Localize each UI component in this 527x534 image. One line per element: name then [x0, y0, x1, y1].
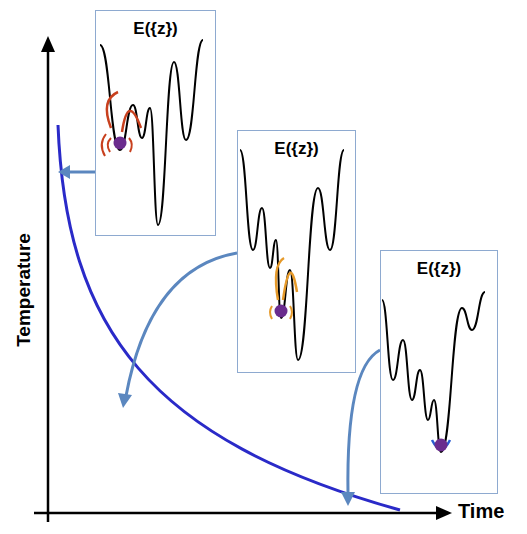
- pointer-head: [58, 165, 70, 179]
- vibration-arc: [270, 306, 272, 319]
- energy-label: E({z}): [96, 11, 215, 39]
- state-ball: [435, 439, 448, 452]
- hop-arc: [283, 273, 297, 300]
- vibration-arc: [108, 138, 111, 152]
- pointer-arrow: [348, 350, 380, 494]
- state-ball: [275, 305, 288, 318]
- hop-arc: [122, 111, 141, 132]
- hop-arc: [276, 258, 284, 300]
- energy-landscape: [240, 150, 344, 360]
- energy-label: E({z}): [238, 131, 355, 159]
- axis-title: Temperature: [13, 233, 35, 347]
- axis-title: Time: [458, 500, 504, 523]
- y-axis: [47, 48, 50, 522]
- pointer-head: [118, 393, 132, 408]
- energy-inset-box: E({z}): [237, 130, 356, 373]
- hop-arc: [107, 92, 118, 128]
- y-axis-head: [41, 36, 55, 52]
- vibration-arc: [129, 138, 132, 152]
- temperature-curve: [58, 125, 400, 510]
- vibration-arc: [290, 306, 292, 319]
- energy-label: E({z}): [381, 251, 497, 279]
- x-axis-head: [436, 506, 452, 520]
- state-ball: [114, 137, 127, 150]
- energy-landscape: [100, 40, 203, 225]
- energy-landscape: [382, 292, 485, 452]
- x-axis: [34, 512, 440, 515]
- energy-inset-box: E({z}): [380, 250, 498, 494]
- pointer-arrow: [126, 253, 237, 396]
- energy-inset-box: E({z}): [95, 10, 216, 236]
- vibration-arc: [102, 134, 106, 156]
- pointer-arrow: [68, 171, 95, 174]
- pointer-head: [341, 492, 355, 506]
